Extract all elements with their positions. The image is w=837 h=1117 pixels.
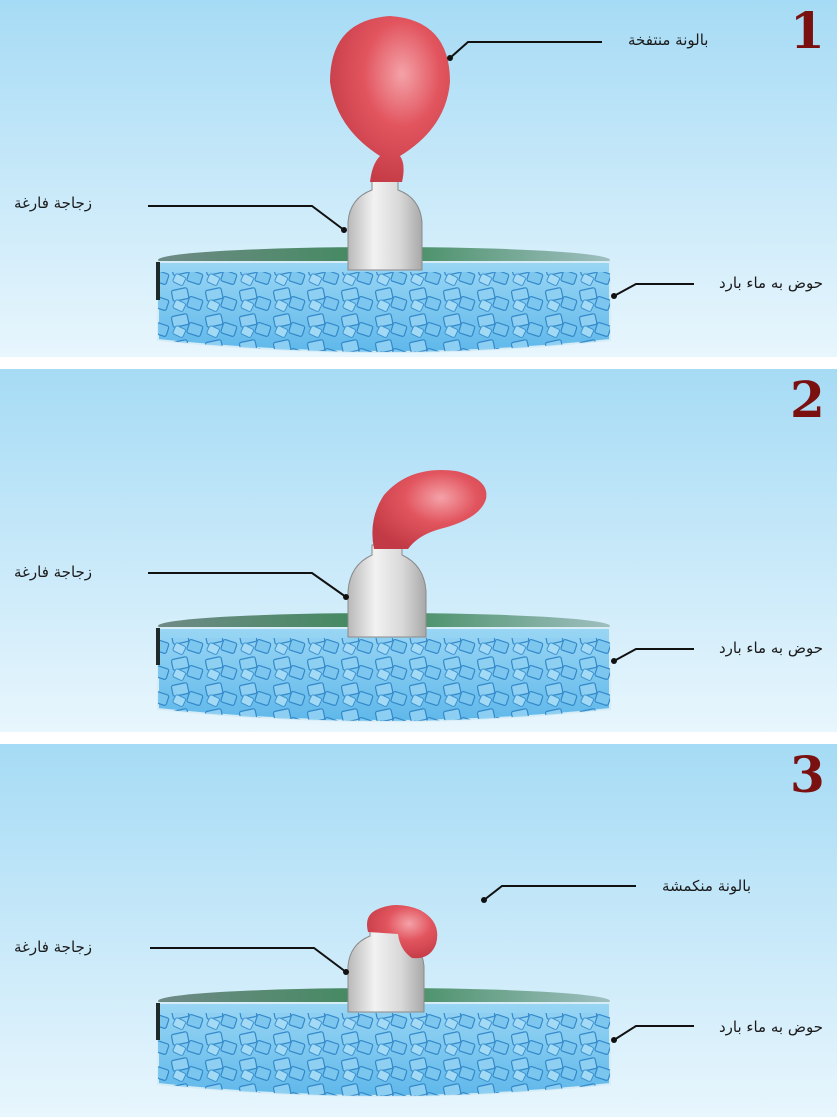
ice-cubes	[158, 1013, 610, 1096]
panel-number: 3	[790, 745, 825, 804]
tank-leader-line	[613, 1025, 694, 1041]
panel-divider	[0, 732, 837, 744]
bottle-leader-line	[150, 947, 347, 973]
bottle-leader-line	[148, 572, 347, 598]
tank-label: حوض به ماء بارد	[718, 639, 823, 657]
tank-label: حوض به ماء بارد	[718, 274, 823, 292]
panel-1-scene	[0, 0, 837, 357]
panel-1: 1 بالونة منتفخة زجاجة فارغة حوض به ماء ب…	[0, 0, 837, 357]
panel-divider	[0, 357, 837, 369]
tank-leader-dot	[611, 1037, 617, 1043]
bottle-leader-dot	[343, 594, 349, 600]
panel-3-scene	[0, 744, 837, 1117]
panel-2: 2 زجاجة فارغة حوض به ماء بارد	[0, 369, 837, 732]
bottle-label: زجاجة فارغة	[14, 194, 93, 212]
balloon-shrunk	[367, 905, 438, 959]
balloon-leader-dot	[481, 897, 487, 903]
balloon-leader-dot	[447, 55, 453, 61]
panel-number: 2	[790, 370, 825, 429]
tank-leader-line	[613, 648, 694, 662]
balloon-leader-line	[483, 885, 636, 901]
bottle-label: زجاجة فارغة	[14, 563, 93, 581]
tank-label: حوض به ماء بارد	[718, 1018, 823, 1036]
bottle-label: زجاجة فارغة	[14, 938, 93, 956]
balloon-label: بالونة منتفخة	[628, 31, 709, 49]
panel-2-scene	[0, 369, 837, 732]
panel-3: 3 بالونة منكمشة زجاجة فارغة حوض به ماء ب…	[0, 744, 837, 1117]
ice-cubes	[158, 638, 610, 721]
ice-cubes	[158, 272, 610, 352]
tank-leader-dot	[611, 293, 617, 299]
bottle-leader-dot	[341, 227, 347, 233]
bottle-leader-line	[148, 205, 345, 231]
balloon-leader-line	[449, 41, 602, 59]
balloon-inflated	[330, 16, 450, 182]
bottle-leader-dot	[343, 969, 349, 975]
balloon-partial	[372, 470, 487, 549]
balloon-label: بالونة منكمشة	[662, 877, 751, 895]
tank-leader-line	[613, 283, 694, 297]
panel-number: 1	[790, 1, 825, 60]
tank-leader-dot	[611, 658, 617, 664]
